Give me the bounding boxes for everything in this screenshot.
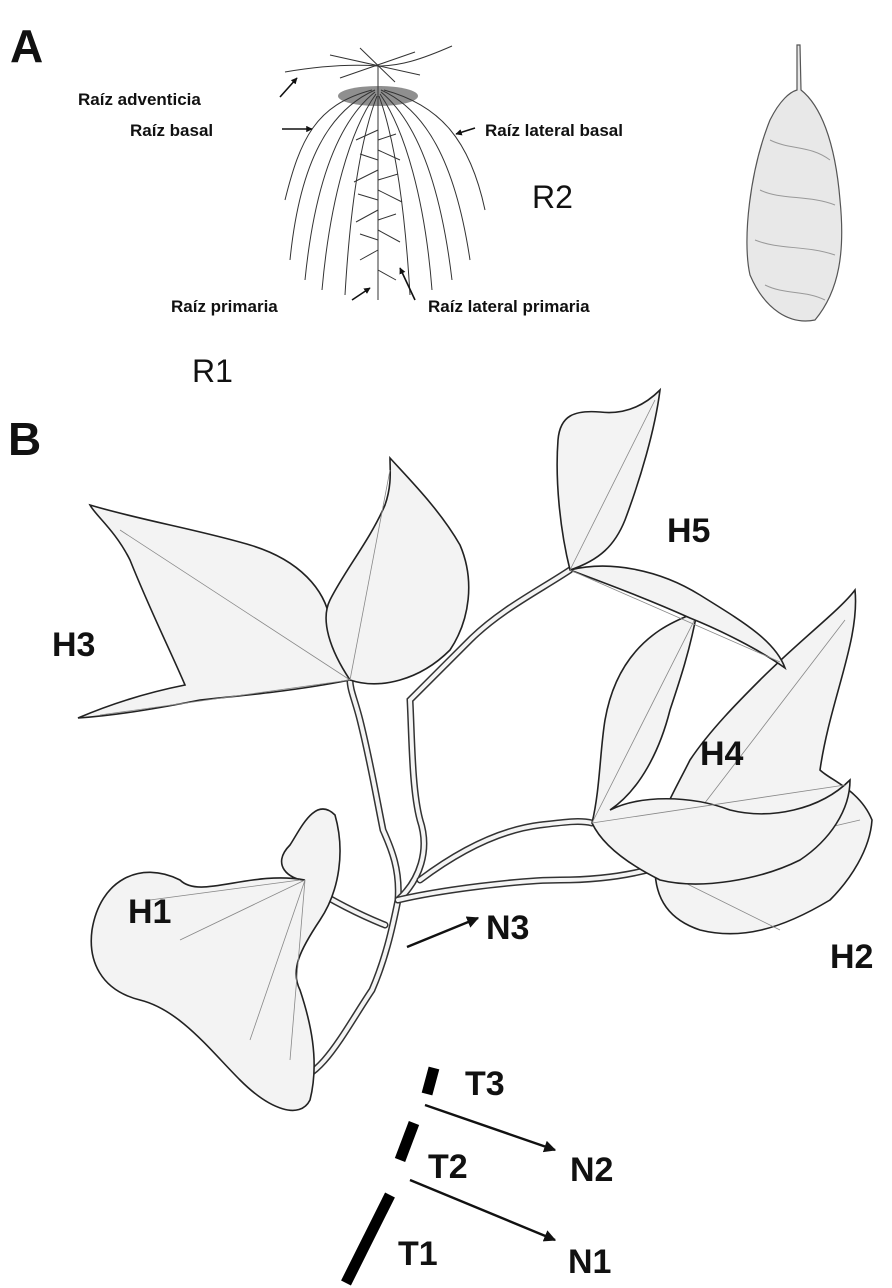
panel-a: A bbox=[10, 20, 842, 389]
label-t2: T2 bbox=[428, 1148, 468, 1186]
label-n3: N3 bbox=[486, 909, 529, 947]
internode-mark-t1 bbox=[346, 1195, 390, 1283]
arrow-n3 bbox=[407, 918, 478, 947]
panel-b: B H1 H2 H3 H4 H5 bbox=[8, 390, 873, 1283]
label-lateral-primary-root: Raíz lateral primaria bbox=[428, 297, 590, 316]
label-n2: N2 bbox=[570, 1151, 613, 1189]
label-adventitious-root: Raíz adventicia bbox=[78, 90, 201, 109]
internode-mark-t2 bbox=[400, 1123, 414, 1160]
label-h1: H1 bbox=[128, 893, 171, 931]
label-h3: H3 bbox=[52, 626, 95, 664]
root-system-r2-illustration bbox=[747, 45, 842, 321]
label-h4: H4 bbox=[700, 735, 744, 773]
label-basal-root: Raíz basal bbox=[130, 121, 213, 140]
label-h5: H5 bbox=[667, 512, 710, 550]
label-h2: H2 bbox=[830, 938, 873, 976]
label-n1: N1 bbox=[568, 1243, 611, 1281]
arrow-lateral-basal-root bbox=[456, 128, 475, 134]
arrow-lateral-primary-root bbox=[400, 268, 415, 300]
leaf-h1-shape bbox=[91, 809, 340, 1110]
label-primary-root: Raíz primaria bbox=[171, 297, 278, 316]
root-system-r1-illustration bbox=[285, 46, 485, 300]
panel-a-letter: A bbox=[10, 20, 43, 72]
label-r2: R2 bbox=[532, 179, 573, 215]
label-r1: R1 bbox=[192, 353, 233, 389]
label-t3: T3 bbox=[465, 1065, 505, 1103]
arrow-n2 bbox=[425, 1105, 555, 1150]
label-lateral-basal-root: Raíz lateral basal bbox=[485, 121, 623, 140]
arrow-primary-root bbox=[352, 288, 370, 300]
panel-b-letter: B bbox=[8, 413, 41, 465]
leaf-h3-right-shape bbox=[326, 458, 469, 684]
internode-mark-t3 bbox=[427, 1068, 434, 1094]
label-t1: T1 bbox=[398, 1235, 438, 1273]
arrow-n1 bbox=[410, 1180, 555, 1240]
arrow-adventitious-root bbox=[280, 78, 297, 97]
